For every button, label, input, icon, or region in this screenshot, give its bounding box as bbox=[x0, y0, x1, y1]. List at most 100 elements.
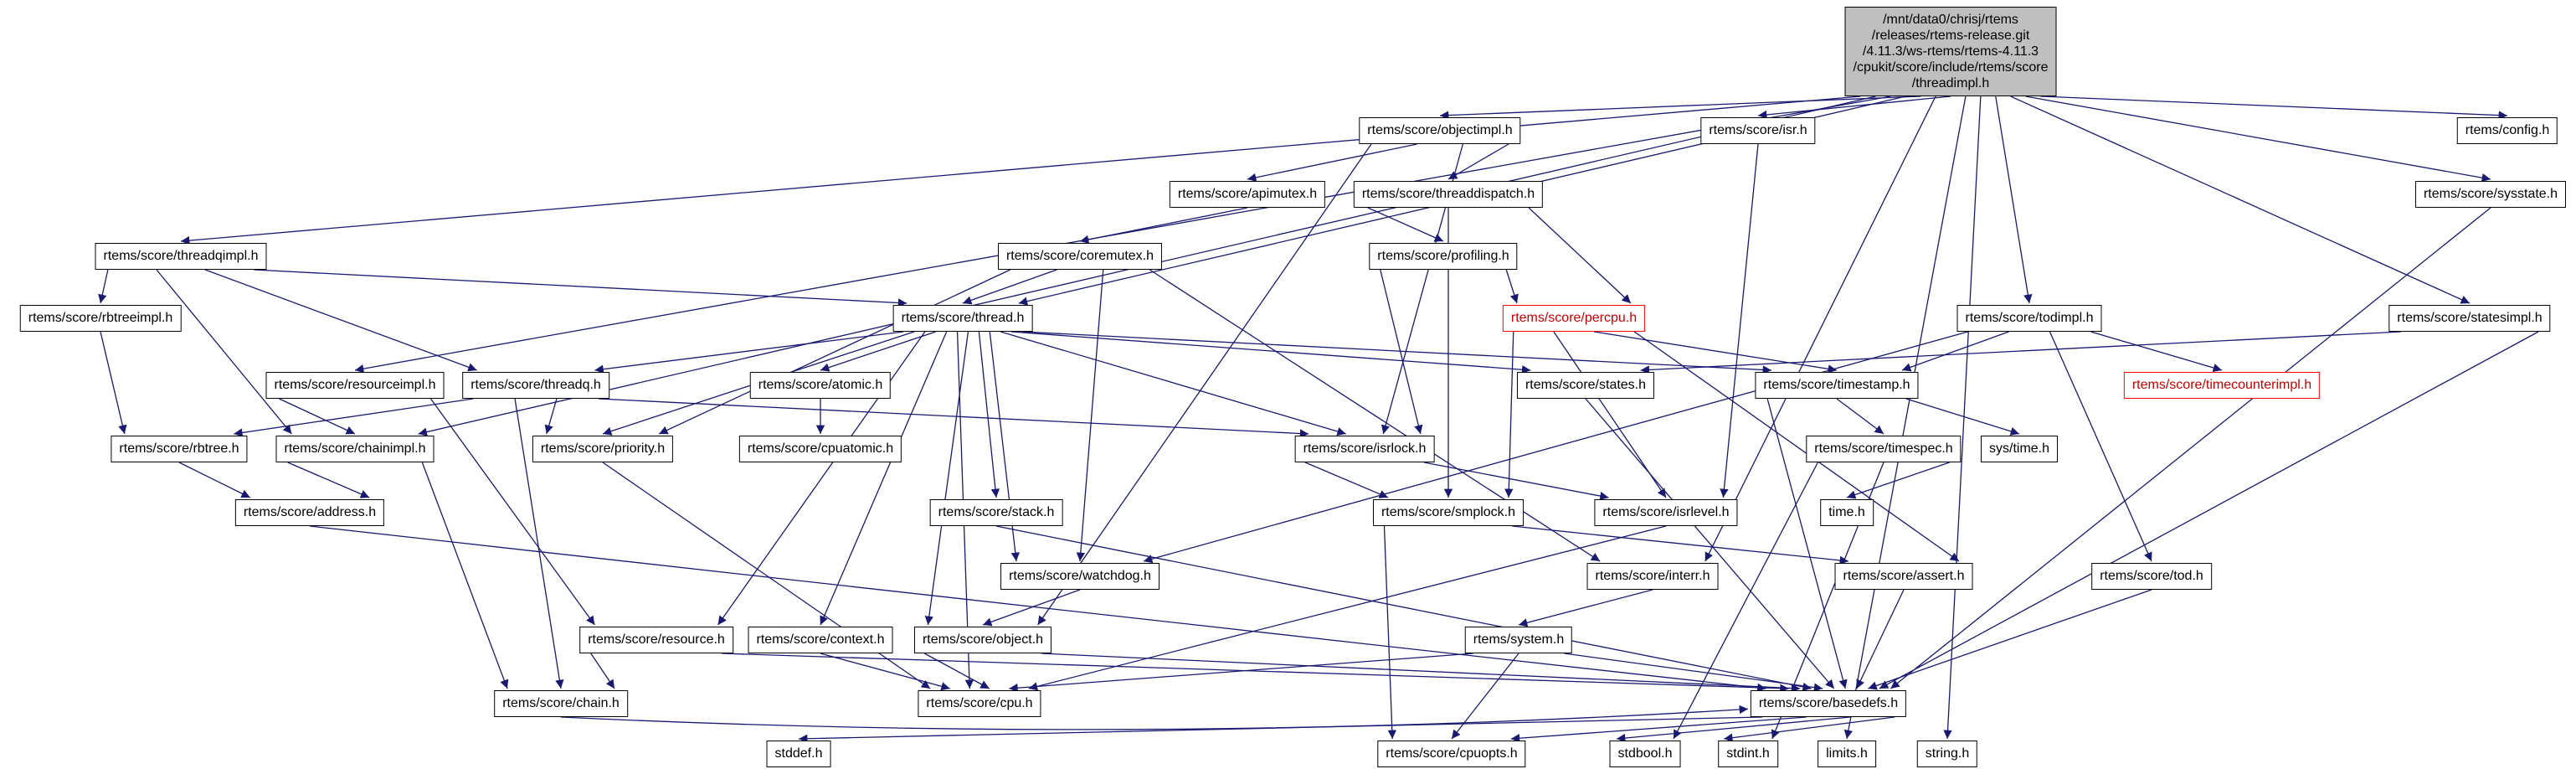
graph-node-context[interactable]: rtems/score/context.h bbox=[748, 627, 893, 653]
graph-edge-threaddispatch-to-percpu bbox=[1528, 207, 1632, 304]
graph-node-rbtreeimpl[interactable]: rtems/score/rbtreeimpl.h bbox=[19, 305, 182, 332]
graph-node-thread[interactable]: rtems/score/thread.h bbox=[892, 305, 1033, 332]
graph-edge-threadqimpl-to-threadq bbox=[204, 269, 477, 372]
graph-node-isrlock[interactable]: rtems/score/isrlock.h bbox=[1294, 436, 1435, 462]
graph-edge-percpu-to-smplock bbox=[1504, 331, 1514, 498]
graph-edge-main-to-string bbox=[1943, 95, 1982, 740]
graph-node-percpu[interactable]: rtems/score/percpu.h bbox=[1502, 305, 1646, 332]
graph-edge-coremutex-to-watchdog bbox=[1076, 269, 1104, 562]
graph-node-todimpl[interactable]: rtems/score/todimpl.h bbox=[1956, 305, 2102, 332]
graph-node-isr[interactable]: rtems/score/isr.h bbox=[1700, 117, 1816, 144]
graph-edge-isrlevel-to-cpu bbox=[1028, 525, 1667, 691]
graph-edge-profiling-to-isrlock bbox=[1380, 269, 1423, 435]
graph-edge-system-to-basedefs bbox=[1564, 653, 1823, 692]
graph-node-smplock[interactable]: rtems/score/smplock.h bbox=[1372, 499, 1525, 526]
graph-node-threadqimpl[interactable]: rtems/score/threadqimpl.h bbox=[95, 243, 267, 270]
graph-node-apimutex[interactable]: rtems/score/apimutex.h bbox=[1169, 181, 1326, 208]
graph-edge-resourceimpl-to-chainimpl bbox=[279, 398, 356, 435]
graph-edge-todimpl-to-tod bbox=[2049, 331, 2152, 562]
graph-edge-timespec-to-time bbox=[1846, 462, 1950, 499]
graph-node-isrlevel[interactable]: rtems/score/isrlevel.h bbox=[1594, 499, 1738, 526]
graph-node-threadq[interactable]: rtems/score/threadq.h bbox=[462, 372, 609, 399]
graph-node-threaddispatch[interactable]: rtems/score/threaddispatch.h bbox=[1353, 181, 1544, 208]
graph-edge-thread-to-stack bbox=[978, 331, 1000, 498]
graph-node-chainimpl[interactable]: rtems/score/chainimpl.h bbox=[275, 436, 434, 462]
graph-node-objectimpl[interactable]: rtems/score/objectimpl.h bbox=[1359, 117, 1521, 144]
graph-edge-rbtree-to-address bbox=[178, 462, 251, 498]
graph-edge-chainimpl-to-chain bbox=[421, 462, 509, 689]
graph-node-address[interactable]: rtems/score/address.h bbox=[234, 499, 385, 526]
graph-edge-object-to-cpu bbox=[923, 653, 990, 689]
graph-edge-threadqimpl-to-thread bbox=[254, 269, 908, 307]
graph-edge-system-to-cpuopts bbox=[1451, 653, 1519, 740]
graph-edge-stack-to-basedefs bbox=[995, 525, 1812, 692]
graph-node-stdint[interactable]: stdint.h bbox=[1718, 741, 1778, 767]
graph-node-watchdog[interactable]: rtems/score/watchdog.h bbox=[1000, 563, 1159, 590]
graph-node-object[interactable]: rtems/score/object.h bbox=[913, 627, 1052, 653]
graph-edge-states-to-basedefs bbox=[1585, 398, 1835, 689]
graph-edge-thread-to-threadq bbox=[594, 331, 904, 374]
graph-edge-system-to-cpu bbox=[1009, 653, 1473, 693]
graph-edge-main-to-threadqimpl bbox=[180, 95, 1861, 245]
graph-edge-apimutex-to-coremutex bbox=[1079, 207, 1248, 245]
graph-node-timestamp[interactable]: rtems/score/timestamp.h bbox=[1755, 372, 1919, 399]
graph-edge-main-to-sysstate bbox=[2025, 95, 2491, 183]
graph-edge-thread-to-atomic bbox=[820, 331, 936, 372]
graph-edge-objectimpl-to-object bbox=[1037, 143, 1372, 626]
graph-edge-profiling-to-percpu bbox=[1505, 269, 1519, 304]
graph-edge-todimpl-to-timestamp bbox=[1901, 331, 2009, 372]
graph-node-sysstate[interactable]: rtems/score/sysstate.h bbox=[2414, 181, 2567, 208]
graph-node-cpu[interactable]: rtems/score/cpu.h bbox=[918, 690, 1041, 717]
graph-edge-basedefs-to-stdint bbox=[1724, 716, 1895, 742]
graph-node-system[interactable]: rtems/system.h bbox=[1464, 627, 1573, 653]
graph-edge-assert-to-basedefs bbox=[1856, 589, 1905, 689]
graph-node-timespec[interactable]: rtems/score/timespec.h bbox=[1806, 436, 1962, 462]
graph-node-rbtree[interactable]: rtems/score/rbtree.h bbox=[111, 436, 248, 462]
graph-node-stddef[interactable]: stddef.h bbox=[766, 741, 831, 767]
graph-node-stack[interactable]: rtems/score/stack.h bbox=[929, 499, 1063, 526]
graph-edge-threadqimpl-to-rbtreeimpl bbox=[98, 269, 109, 304]
graph-edge-resourceimpl-to-resource bbox=[429, 398, 595, 626]
graph-node-string[interactable]: string.h bbox=[1916, 741, 1978, 767]
graph-node-resource[interactable]: rtems/score/resource.h bbox=[579, 627, 733, 653]
graph-node-assert[interactable]: rtems/score/assert.h bbox=[1834, 563, 1973, 590]
graph-edge-threadqimpl-to-chainimpl bbox=[156, 269, 292, 435]
graph-edge-timestamp-to-timespec bbox=[1836, 398, 1884, 435]
graph-node-main[interactable]: /mnt/data0/chrisj/rtems /releases/rtems-… bbox=[1844, 7, 2057, 96]
graph-node-cpuatomic[interactable]: rtems/score/cpuatomic.h bbox=[738, 436, 902, 462]
graph-edge-percpu-to-timestamp bbox=[1593, 331, 1838, 374]
graph-edge-basedefs-to-stddef bbox=[798, 716, 1762, 743]
graph-node-config[interactable]: rtems/config.h bbox=[2456, 117, 2558, 144]
graph-node-timecounterimpl[interactable]: rtems/score/timecounterimpl.h bbox=[2123, 372, 2321, 399]
graph-edge-thread-to-watchdog bbox=[989, 331, 1020, 562]
graph-edge-main-to-objectimpl bbox=[1439, 95, 1921, 120]
graph-edge-isrlock-to-smplock bbox=[1304, 462, 1389, 498]
graph-node-stdbool[interactable]: stdbool.h bbox=[1609, 741, 1681, 767]
graph-node-systime[interactable]: sys/time.h bbox=[1980, 436, 2059, 462]
graph-node-cpuopts[interactable]: rtems/score/cpuopts.h bbox=[1377, 741, 1526, 767]
graph-edge-rbtreeimpl-to-rbtree bbox=[100, 331, 127, 435]
graph-edge-main-to-statesimpl bbox=[2010, 95, 2471, 304]
graph-node-atomic[interactable]: rtems/score/atomic.h bbox=[749, 372, 892, 399]
graph-node-interr[interactable]: rtems/score/interr.h bbox=[1586, 563, 1719, 590]
graph-node-priority[interactable]: rtems/score/priority.h bbox=[532, 436, 674, 462]
graph-edge-main-to-resourceimpl bbox=[354, 95, 1891, 374]
graph-edge-thread-to-timestamp bbox=[1021, 331, 1772, 374]
graph-edge-chain-to-basedefs bbox=[560, 704, 1749, 730]
graph-edge-chainimpl-to-address bbox=[287, 462, 370, 498]
graph-node-profiling[interactable]: rtems/score/profiling.h bbox=[1369, 243, 1518, 270]
graph-node-limits[interactable]: limits.h bbox=[1818, 741, 1876, 767]
graph-edge-main-to-config bbox=[2040, 95, 2508, 120]
graph-node-tod[interactable]: rtems/score/tod.h bbox=[2091, 563, 2212, 590]
graph-node-states[interactable]: rtems/score/states.h bbox=[1516, 372, 1655, 399]
graph-node-statesimpl[interactable]: rtems/score/statesimpl.h bbox=[2388, 305, 2551, 332]
graph-edge-objectimpl-to-threaddispatch bbox=[1447, 143, 1509, 180]
graph-node-resourceimpl[interactable]: rtems/score/resourceimpl.h bbox=[265, 372, 445, 399]
graph-node-chain[interactable]: rtems/score/chain.h bbox=[494, 690, 628, 717]
graph-edge-resource-to-basedefs bbox=[722, 653, 1789, 693]
graph-edge-main-to-todimpl bbox=[1995, 95, 2033, 304]
graph-edge-statesimpl-to-states bbox=[1640, 331, 2402, 374]
graph-node-basedefs[interactable]: rtems/score/basedefs.h bbox=[1750, 690, 1907, 717]
graph-node-coremutex[interactable]: rtems/score/coremutex.h bbox=[997, 243, 1163, 270]
graph-node-time[interactable]: time.h bbox=[1820, 499, 1874, 526]
